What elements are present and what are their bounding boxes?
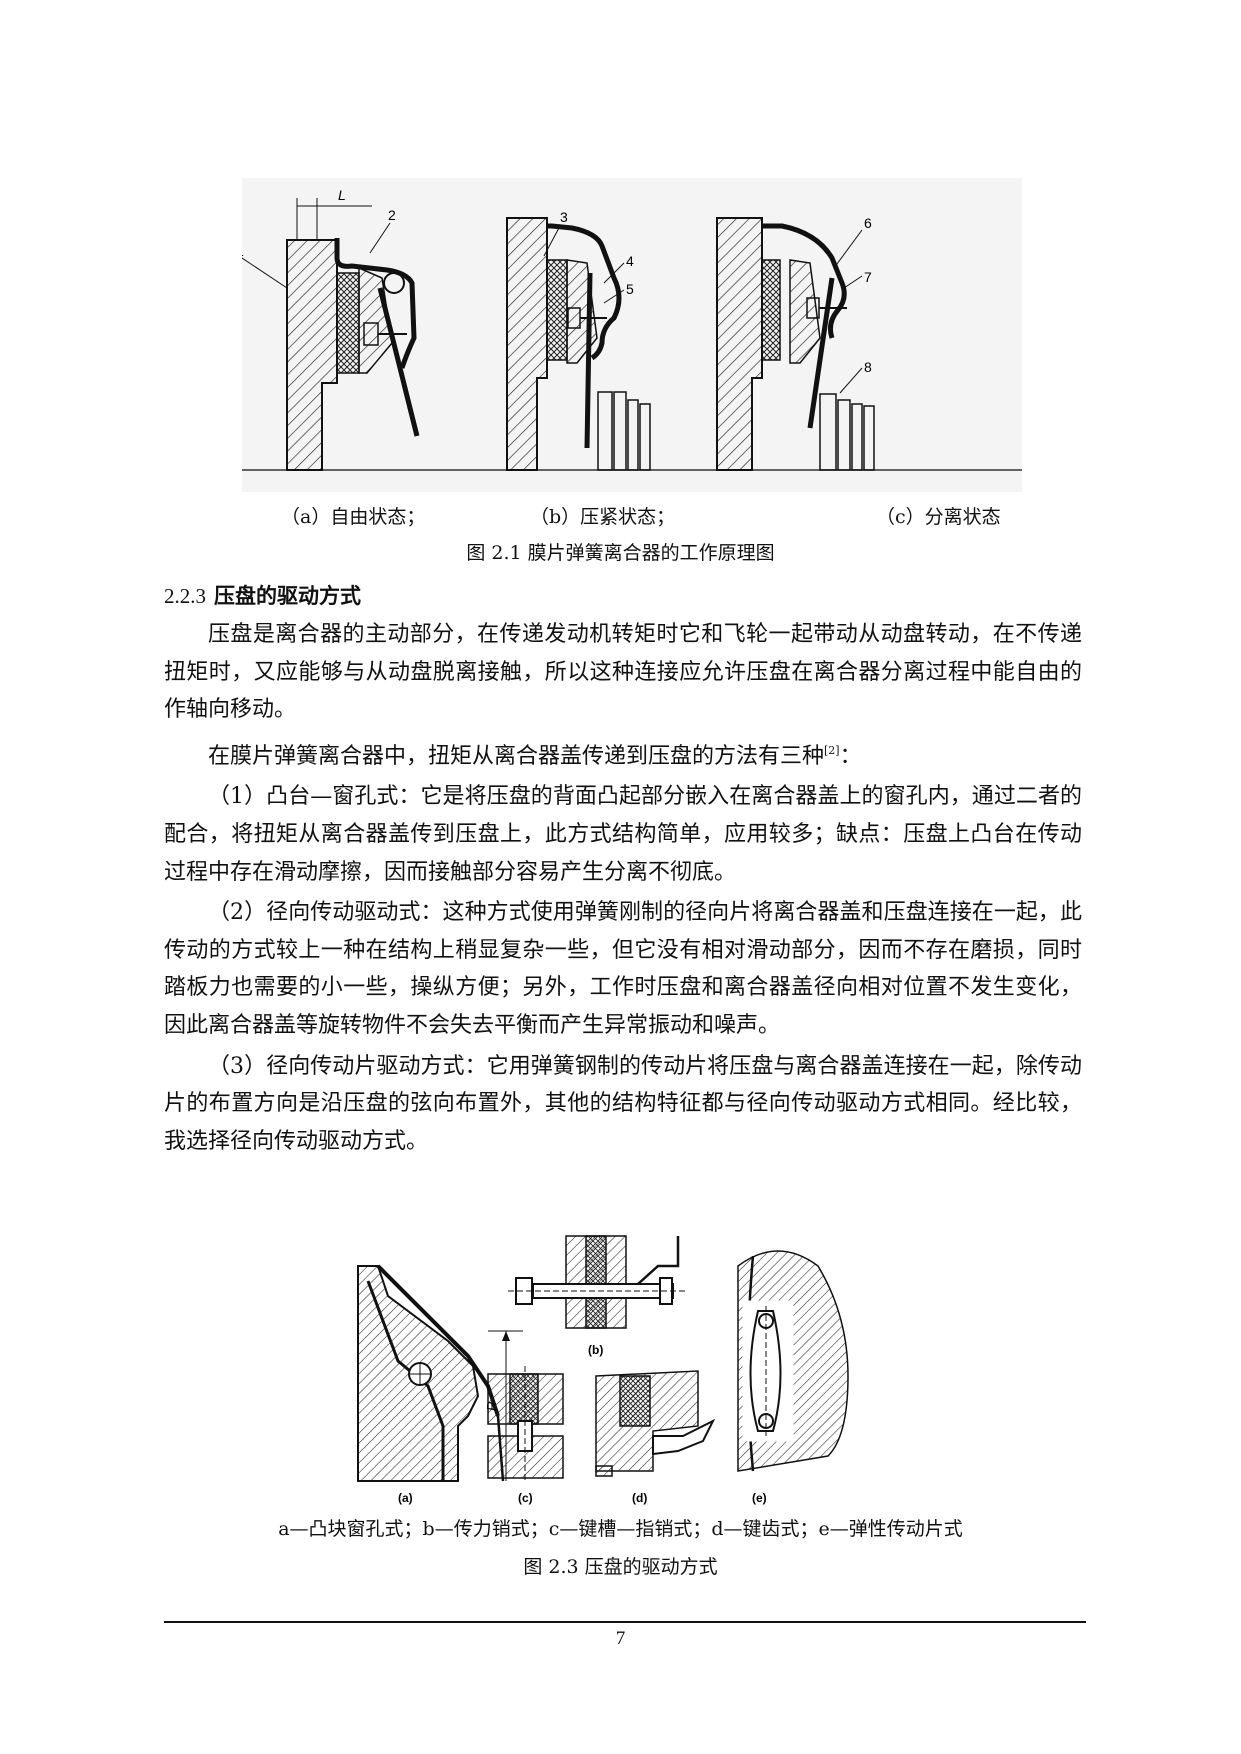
body-text: 压盘是离合器的主动部分，在传递发动机转矩时它和飞轮一起带动从动盘转动，在不传递扭… (164, 616, 1082, 1163)
callout-5: 5 (626, 281, 634, 297)
callout-8: 8 (864, 359, 872, 375)
figure-2-3-legend: a—凸块窗孔式；b—传力销式；c—键槽—指销式；d—键齿式；e—弹性传动片式 (278, 1518, 963, 1540)
callout-3: 3 (560, 209, 568, 225)
section-heading: 2.2.3 压盘的驱动方式 (164, 580, 361, 610)
figure-2-1-sub-caption-c: （c）分离状态 (876, 506, 1001, 528)
drawing-c (487, 1366, 564, 1481)
paragraph-2-end: ： (839, 743, 862, 769)
dimension-label-l: L (338, 187, 346, 203)
callout-6: 6 (864, 215, 872, 231)
drawing-e (737, 1250, 849, 1472)
drawing-d (595, 1370, 716, 1477)
figure-2-1-sub-caption-a: （a）自由状态； (281, 506, 426, 528)
paragraph-4: （2）径向传动驱动式：这种方式使用弹簧刚制的径向片将离合器盖和压盘连接在一起，此… (164, 900, 1082, 1038)
callout-4: 4 (626, 253, 634, 269)
label-c: (c) (518, 1491, 533, 1505)
paragraph-5: （3）径向传动片驱动方式：它用弹簧钢制的传动片将压盘与离合器盖连接在一起，除传动… (164, 1053, 1082, 1154)
label-b: (b) (588, 1343, 603, 1357)
section-title: 压盘的驱动方式 (214, 584, 361, 608)
label-a: (a) (398, 1491, 413, 1505)
paragraph-2: 在膜片弹簧离合器中，扭矩从离合器盖传递到压盘的方法有三种[2]： (164, 732, 1082, 776)
drawing-b (508, 1235, 688, 1329)
panel-c-drawing (716, 217, 875, 471)
figure-2-3-drawing: R (a) (b) (c) (357, 1235, 849, 1505)
figure-2-1-drawing: L 1 2 3 4 5 (236, 187, 1022, 471)
footer-rule (164, 1621, 1086, 1623)
paragraph-1: 压盘是离合器的主动部分，在传递发动机转矩时它和飞轮一起带动从动盘转动，在不传递扭… (164, 622, 1082, 723)
figure-2-1: L 1 2 3 4 5 (236, 178, 1022, 492)
page-number: 7 (615, 1628, 626, 1649)
callout-1: 1 (242, 243, 244, 259)
figure-2-1-caption: 图 2.1 膜片弹簧离合器的工作原理图 (466, 542, 775, 564)
paragraph-3: （1）凸台—窗孔式：它是将压盘的背面凸起部分嵌入在离合器盖上的窗孔内，通过二者的… (164, 784, 1082, 885)
callout-2: 2 (388, 207, 396, 223)
section-number: 2.2.3 (164, 584, 206, 608)
callout-7: 7 (864, 269, 872, 285)
figure-2-3-caption: 图 2.3 压盘的驱动方式 (523, 1556, 718, 1578)
figure-2-3: R (a) (b) (c) (348, 1226, 904, 1506)
panel-a-drawing (241, 198, 420, 471)
label-d: (d) (632, 1491, 647, 1505)
citation-2: [2] (824, 743, 840, 757)
paragraph-2-text: 在膜片弹簧离合器中，扭矩从离合器盖传递到压盘的方法有三种 (208, 743, 825, 769)
label-e: (e) (752, 1491, 767, 1505)
panel-b-drawing (506, 217, 651, 471)
figure-2-1-sub-caption-b: （b）压紧状态； (530, 506, 676, 528)
